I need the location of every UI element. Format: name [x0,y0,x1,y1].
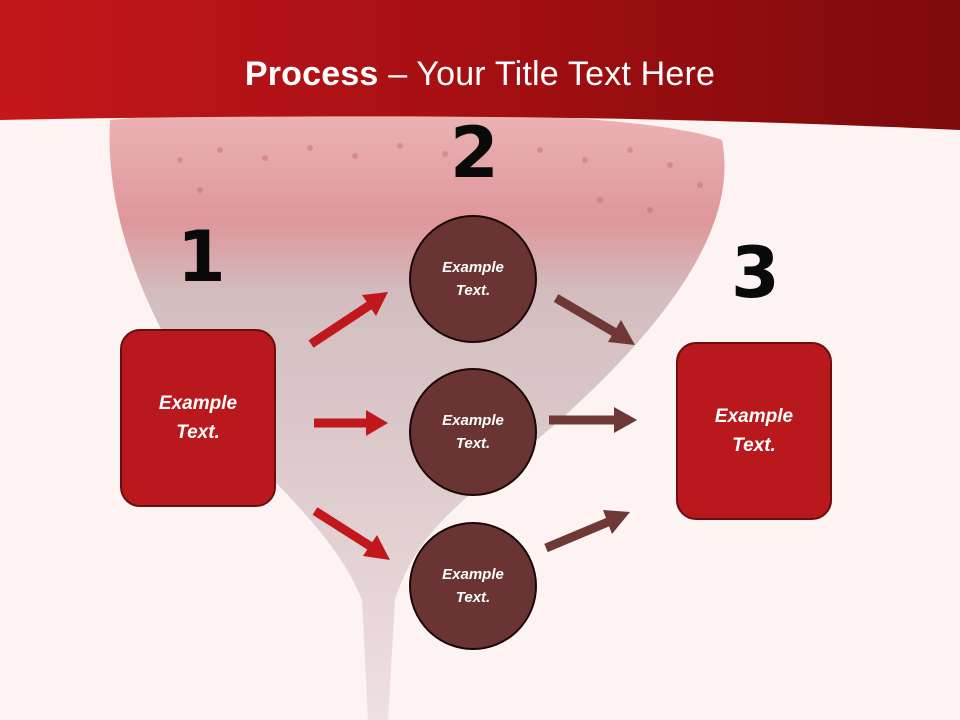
slide-title: Process – Your Title Text Here [0,52,960,96]
left-box: Example Text. [120,329,276,507]
left-box-text: Example Text. [158,393,238,443]
circle-middle: Example Text. [409,368,537,496]
step-number-3: 3 [731,232,780,314]
title-rest: – Your Title Text Here [378,55,716,93]
circle-bottom: Example Text. [409,522,537,650]
arrow-to-top-circle [308,292,388,348]
arrow-to-bottom-circle [312,507,390,560]
circle-middle-text: Example Text. [442,412,504,452]
circle-top: Example Text. [409,215,537,343]
step-number-1: 1 [177,216,226,298]
right-box: Example Text. [676,342,832,520]
right-box-text: Example Text. [714,406,794,456]
arrow-from-bottom-circle [544,510,630,553]
title-bold: Process [244,55,379,93]
circle-top-text: Example Text. [442,259,504,299]
arrow-to-mid-circle [314,410,388,436]
arrow-from-top-circle [553,294,635,345]
circle-bottom-text: Example Text. [442,566,504,606]
arrow-from-mid-circle [549,407,637,433]
step-number-2: 2 [450,112,499,194]
